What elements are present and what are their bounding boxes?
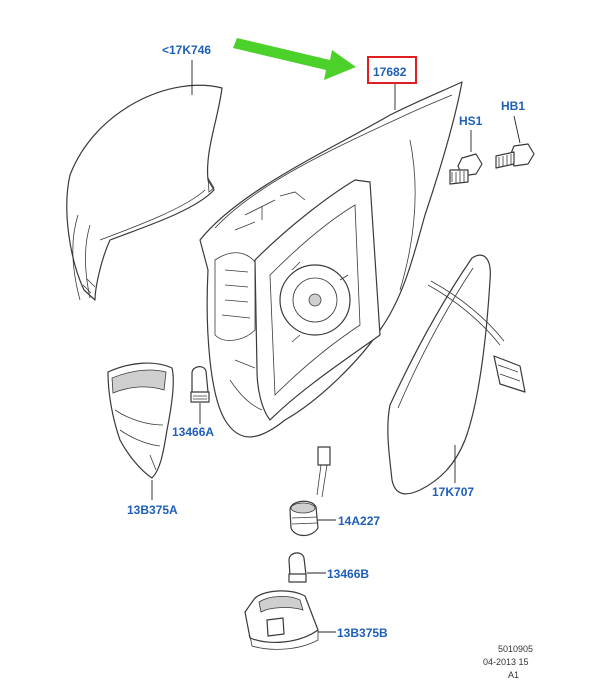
bulb-part [288, 552, 307, 583]
bulb-holder-small-part [190, 366, 210, 403]
callout-bulb-holder-small: 13466A [172, 425, 214, 439]
revision: A1 [508, 670, 519, 680]
screw-hs1-part [449, 153, 483, 185]
screw-hb1-part [495, 143, 535, 169]
mirror-cover-part [66, 84, 223, 301]
highlight-box [367, 56, 417, 84]
callout-bulb: 13466B [327, 567, 369, 581]
mirror-glass-part [387, 254, 526, 495]
drawing-number: 5010905 [498, 644, 533, 654]
callout-housing: 17682 [373, 65, 407, 79]
callout-cover: <17K746 [162, 43, 211, 57]
callout-bulb-socket: 14A227 [338, 514, 380, 528]
puddle-lamp-part [244, 590, 319, 650]
green-arrow-icon [233, 38, 356, 80]
indicator-lamp-part [107, 362, 174, 479]
callout-screw-hb1: HB1 [501, 99, 525, 113]
date-code: 04-2013 15 [483, 657, 529, 667]
bulb-socket-part [289, 446, 331, 537]
mirror-housing-part [199, 81, 463, 438]
callout-screw-hs1: HS1 [459, 114, 483, 128]
callout-indicator-lamp: 13B375A [127, 503, 178, 517]
callout-puddle-lamp: 13B375B [337, 626, 388, 640]
callout-mirror-glass: 17K707 [432, 485, 474, 499]
